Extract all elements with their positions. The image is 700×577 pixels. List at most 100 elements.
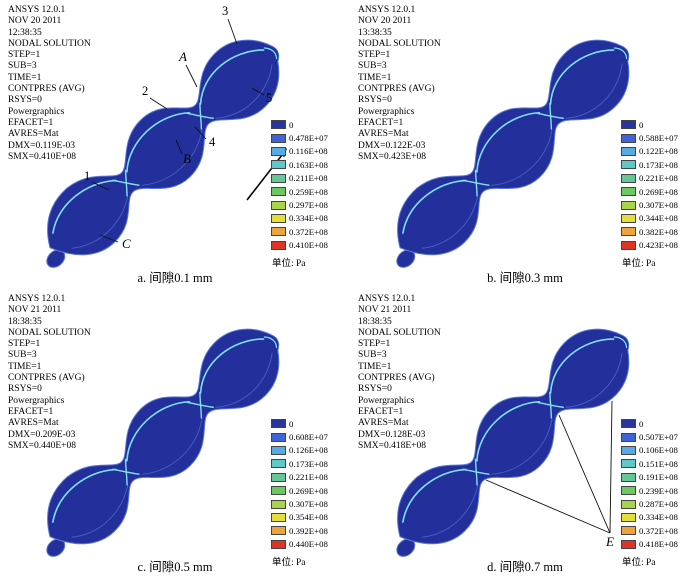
ansys-header-line: SUB=3 bbox=[8, 350, 37, 361]
panel-caption: d. 间隙0.7 mm bbox=[487, 560, 563, 574]
legend-color-swatch bbox=[621, 432, 636, 442]
ansys-header-line: TIME=1 bbox=[358, 72, 392, 83]
legend-color-swatch bbox=[621, 173, 636, 183]
legend-color-swatch bbox=[621, 187, 636, 197]
legend-row: 0.151E+08 bbox=[621, 457, 695, 470]
ansys-header-line: SMX=0.423E+08 bbox=[358, 151, 426, 162]
ansys-header-line: DMX=0.122E-03 bbox=[358, 140, 426, 151]
ansys-header-line: Powergraphics bbox=[8, 395, 65, 406]
leader-line bbox=[149, 97, 168, 110]
label-5: 5 bbox=[266, 91, 272, 105]
ansys-header-line: NOV 20 2011 bbox=[358, 16, 412, 27]
ansys-header-line: 12:38:35 bbox=[8, 27, 42, 38]
ansys-header-line: SUB=3 bbox=[358, 350, 387, 361]
ansys-header-line: RSYS=0 bbox=[358, 95, 392, 106]
ansys-header-line: ANSYS 12.0.1 bbox=[358, 5, 416, 15]
ansys-header-line: EFACET=1 bbox=[8, 117, 54, 128]
legend-color-swatch bbox=[621, 499, 636, 509]
legend-color-swatch bbox=[271, 120, 286, 130]
legend-color-swatch bbox=[271, 213, 286, 223]
legend-value: 0.344E+08 bbox=[639, 213, 678, 224]
legend-row: 0.507E+07 bbox=[621, 430, 695, 443]
legend-row: 0 bbox=[621, 118, 695, 131]
legend-color-swatch bbox=[271, 240, 286, 250]
legend-row: 0.163E+08 bbox=[271, 158, 345, 171]
legend-row: 0.382E+08 bbox=[621, 225, 695, 238]
legend-row: 0.297E+08 bbox=[271, 198, 345, 211]
legend-value: 0.440E+08 bbox=[289, 539, 328, 550]
legend-color-swatch bbox=[271, 419, 286, 429]
legend-value: 0.334E+08 bbox=[639, 512, 678, 523]
legend-value: 0.307E+08 bbox=[289, 499, 328, 510]
ansys-header-line: SMX=0.440E+08 bbox=[8, 440, 76, 451]
legend-row: 0.372E+08 bbox=[621, 524, 695, 537]
legend-value: 0.287E+08 bbox=[639, 499, 678, 510]
ansys-header-line: SMX=0.418E+08 bbox=[358, 440, 426, 451]
legend-value: 0.372E+08 bbox=[639, 525, 678, 536]
legend-value: 0.211E+08 bbox=[289, 173, 328, 184]
ansys-header-line: RSYS=0 bbox=[8, 384, 42, 395]
panel-caption: b. 间隙0.3 mm bbox=[487, 271, 563, 285]
legend-row: 0.221E+08 bbox=[621, 172, 695, 185]
leader-line bbox=[609, 400, 613, 534]
ansys-header-line: Powergraphics bbox=[8, 106, 65, 117]
label-B: B bbox=[183, 151, 191, 166]
legend-row: 0.173E+08 bbox=[271, 457, 345, 470]
ansys-header-line: CONTPRES (AVG) bbox=[8, 84, 85, 95]
ansys-header-line: EFACET=1 bbox=[358, 117, 404, 128]
legend-row: 0.259E+08 bbox=[271, 185, 345, 198]
legend-color-swatch bbox=[621, 227, 636, 237]
label-C: C bbox=[122, 236, 131, 251]
ansys-header-line: CONTPRES (AVG) bbox=[8, 373, 85, 384]
legend-value: 0.372E+08 bbox=[289, 226, 328, 237]
legend-row: 0 bbox=[271, 417, 345, 430]
ansys-header-line: NODAL SOLUTION bbox=[358, 38, 441, 49]
label-4: 4 bbox=[209, 135, 216, 149]
leader-line bbox=[185, 64, 198, 88]
legend-value: 0.126E+08 bbox=[289, 445, 328, 456]
legend-value: 0.423E+08 bbox=[639, 240, 678, 251]
ansys-header-line: STEP=1 bbox=[358, 339, 391, 350]
legend-value: 0.418E+08 bbox=[639, 539, 678, 550]
ansys-header-line: ANSYS 12.0.1 bbox=[8, 294, 66, 304]
legend-row: 0.372E+08 bbox=[271, 225, 345, 238]
legend-row: 0.239E+08 bbox=[621, 484, 695, 497]
legend-row: 0.392E+08 bbox=[271, 524, 345, 537]
ansys-header-line: SMX=0.410E+08 bbox=[8, 151, 76, 162]
legend-value: 0.588E+07 bbox=[639, 133, 678, 144]
legend-color-swatch bbox=[271, 227, 286, 237]
legend-row: 0.354E+08 bbox=[271, 511, 345, 524]
ansys-header-line: AVRES=Mat bbox=[8, 129, 59, 140]
ansys-header-line: AVRES=Mat bbox=[8, 418, 59, 429]
legend-row: 0.588E+07 bbox=[621, 131, 695, 144]
legend-color-swatch bbox=[271, 146, 286, 156]
legend-color-swatch bbox=[621, 486, 636, 496]
legend-color-swatch bbox=[271, 200, 286, 210]
legend-color-swatch bbox=[271, 526, 286, 536]
legend-unit-label: 单位: Pa bbox=[622, 557, 656, 568]
ansys-header-line: RSYS=0 bbox=[358, 384, 392, 395]
ansys-header-line: AVRES=Mat bbox=[358, 129, 409, 140]
ansys-header-line: NODAL SOLUTION bbox=[358, 327, 441, 338]
ansys-header-line: CONTPRES (AVG) bbox=[358, 373, 435, 384]
ansys-header-line: ANSYS 12.0.1 bbox=[8, 5, 66, 15]
ansys-header-line: STEP=1 bbox=[8, 50, 41, 61]
ansys-header-line: CONTPRES (AVG) bbox=[358, 84, 435, 95]
legend-color-swatch bbox=[621, 133, 636, 143]
ansys-header-line: NOV 21 2011 bbox=[8, 305, 62, 316]
legend-row: 0.221E+08 bbox=[271, 471, 345, 484]
label-2: 2 bbox=[142, 84, 148, 98]
legend-value: 0.173E+08 bbox=[639, 159, 678, 170]
legend-color-swatch bbox=[621, 146, 636, 156]
legend-row: 0.307E+08 bbox=[271, 497, 345, 510]
ansys-header-line: 18:38:35 bbox=[358, 316, 392, 327]
label-3: 3 bbox=[222, 4, 228, 18]
legend-row: 0.269E+08 bbox=[621, 185, 695, 198]
legend-row: 0.191E+08 bbox=[621, 471, 695, 484]
